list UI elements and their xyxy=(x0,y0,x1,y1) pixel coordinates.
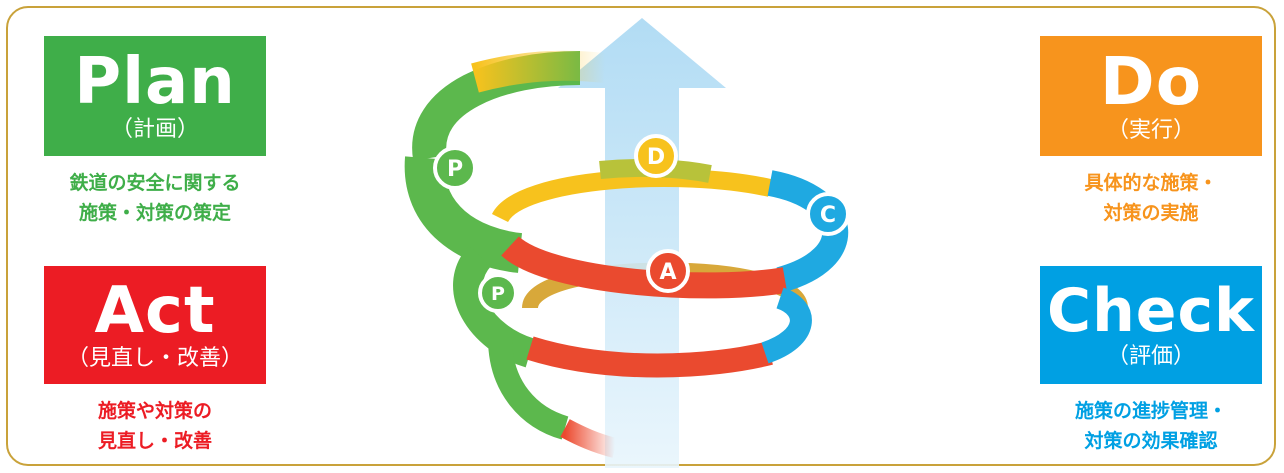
plan-subtitle: （計画） xyxy=(110,116,199,142)
act-card: Act （見直し・改善） xyxy=(44,266,266,384)
plan-desc-line2: 施策・対策の策定 xyxy=(78,202,231,224)
act-desc-line1: 施策や対策の xyxy=(97,400,212,422)
badge-d: D xyxy=(634,134,678,178)
plan-desc-line1: 鉄道の安全に関する xyxy=(69,172,241,194)
badge-a-text: A xyxy=(659,260,676,285)
badge-a: A xyxy=(646,249,690,293)
check-title: Check xyxy=(1047,275,1255,346)
do-desc-line1: 具体的な施策・ xyxy=(1084,172,1218,194)
badge-c: C xyxy=(806,192,850,236)
check-desc-line1: 施策の進捗管理・ xyxy=(1074,400,1227,422)
badge-p-upper-text: P xyxy=(447,157,463,182)
check-card: Check （評価） xyxy=(1040,266,1262,384)
badge-c-text: C xyxy=(820,203,836,228)
upper-loop-red xyxy=(501,235,788,299)
bottom-green-tail xyxy=(488,337,569,440)
do-title: Do xyxy=(1099,42,1203,120)
check-desc-line2: 対策の効果確認 xyxy=(1084,430,1218,452)
lower-green-sweep xyxy=(453,245,535,368)
check-description: 施策の進捗管理・ 対策の効果確認 xyxy=(1026,396,1276,456)
do-card: Do （実行） xyxy=(1040,36,1262,156)
act-subtitle: （見直し・改善） xyxy=(66,345,243,371)
act-description: 施策や対策の 見直し・改善 xyxy=(30,396,280,456)
upward-arrow xyxy=(558,18,726,468)
pdca-spiral: P D C A P xyxy=(404,18,850,468)
lower-loop-red xyxy=(526,336,773,378)
act-desc-line2: 見直し・改善 xyxy=(97,430,212,452)
do-desc-line2: 対策の実施 xyxy=(1103,202,1199,224)
lower-loop-blue xyxy=(761,287,812,364)
badge-d-text: D xyxy=(647,145,665,170)
do-subtitle: （実行） xyxy=(1106,117,1195,143)
act-title: Act xyxy=(94,273,216,348)
top-arc-fade xyxy=(471,50,607,93)
badge-p-lower-text: P xyxy=(491,283,505,305)
do-description: 具体的な施策・ 対策の実施 xyxy=(1026,168,1276,228)
check-subtitle: （評価） xyxy=(1106,343,1195,369)
plan-title: Plan xyxy=(74,44,236,119)
upper-loop-yellow xyxy=(491,169,772,224)
badge-p-lower: P xyxy=(478,273,518,313)
plan-description: 鉄道の安全に関する 施策・対策の策定 xyxy=(30,168,280,228)
upper-green-sweep xyxy=(404,156,523,273)
bottom-red-tail xyxy=(560,419,618,458)
badge-p-upper: P xyxy=(433,146,477,190)
plan-card: Plan （計画） xyxy=(44,36,266,156)
